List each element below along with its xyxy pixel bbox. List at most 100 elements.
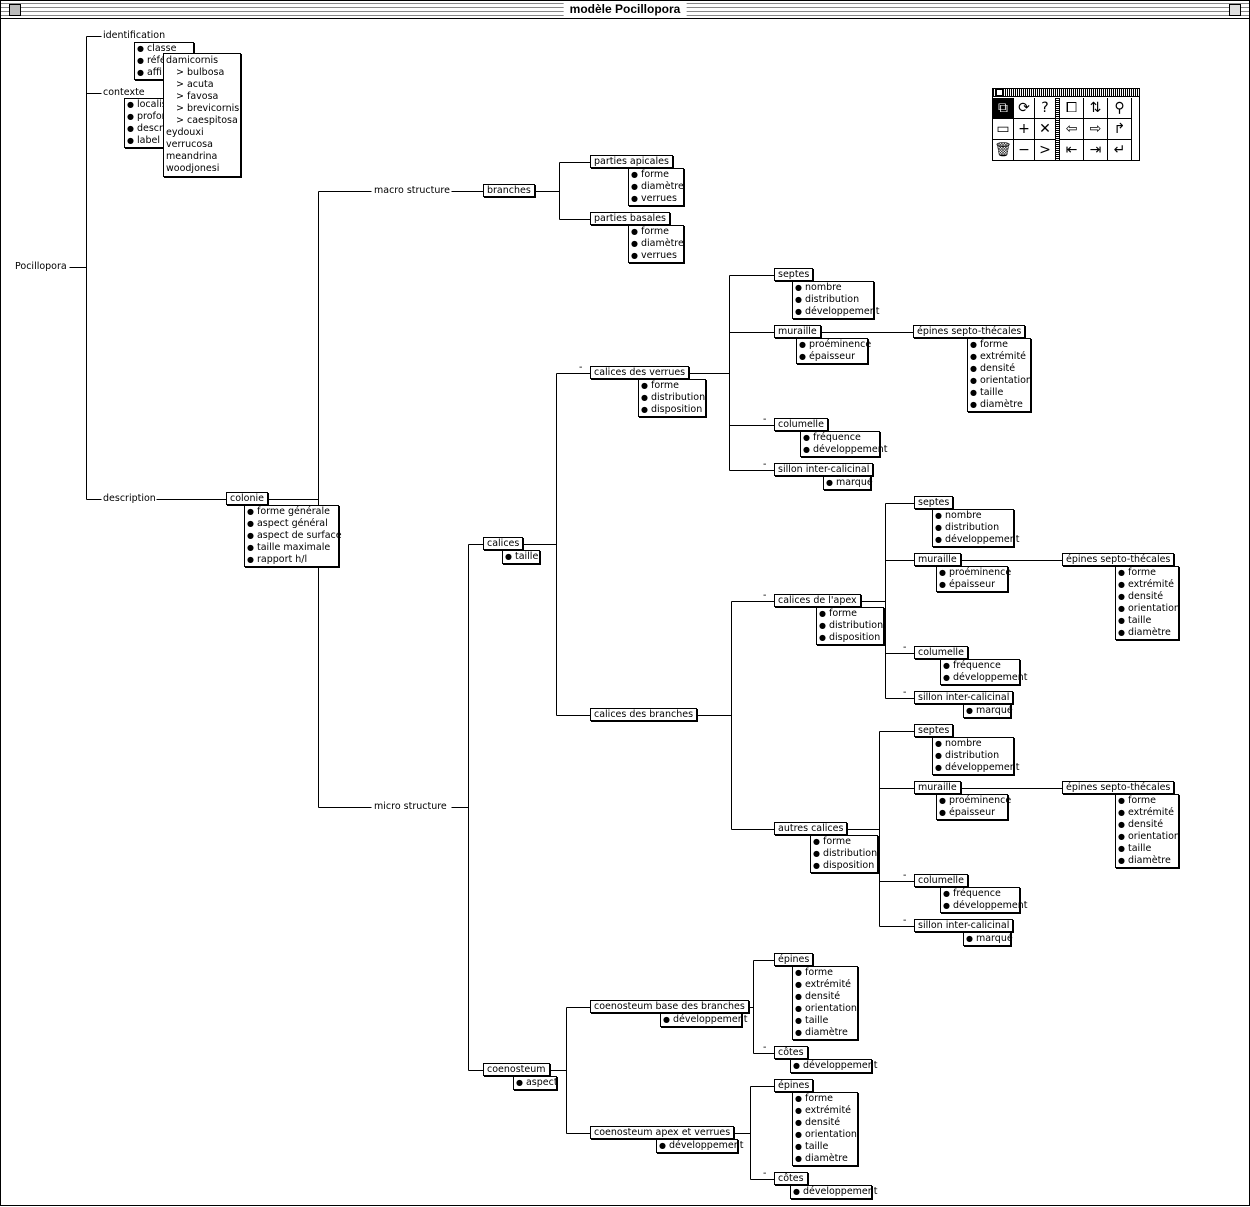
popup-menu-item[interactable]: eydouxi bbox=[166, 127, 204, 138]
attribute-item[interactable]: distribution bbox=[935, 750, 1011, 762]
hierarchy-icon[interactable]: ⇅ bbox=[1084, 98, 1108, 119]
attribute-item[interactable]: extrémité bbox=[970, 351, 1028, 363]
attribute-item[interactable]: classe bbox=[137, 43, 191, 55]
attribute-item[interactable]: orientation bbox=[970, 375, 1032, 387]
contexte-label[interactable]: contexte bbox=[103, 87, 145, 98]
return-icon[interactable]: ↵ bbox=[1108, 140, 1132, 161]
node-v-mur[interactable]: muraille bbox=[774, 325, 821, 338]
popup-menu-item[interactable]: > caespitosa bbox=[176, 115, 238, 126]
attribute-item[interactable]: forme bbox=[819, 608, 881, 620]
attribute-item[interactable]: développement bbox=[803, 444, 888, 456]
attribute-item[interactable]: distribution bbox=[641, 392, 705, 404]
attribute-item[interactable]: diamètre bbox=[631, 181, 684, 193]
node-a-ep[interactable]: épines septo-thécales bbox=[1062, 553, 1175, 566]
select-node-tool-icon[interactable]: ⧉ bbox=[993, 98, 1014, 119]
node-coenosteum[interactable]: coenosteum bbox=[483, 1063, 550, 1076]
node-apex[interactable]: calices de l'apex bbox=[774, 594, 861, 607]
trash-icon[interactable]: 🗑 bbox=[993, 140, 1014, 161]
attribute-item[interactable]: disposition bbox=[819, 632, 881, 644]
collapse-marker[interactable]: - bbox=[763, 590, 767, 601]
attribute-item[interactable]: marqué bbox=[966, 705, 1013, 717]
attribute-item[interactable]: rapport h/l bbox=[247, 554, 336, 566]
attribute-item[interactable]: diamètre bbox=[631, 238, 684, 250]
node-v-ep[interactable]: épines septo-thécales bbox=[913, 325, 1026, 338]
attribute-item[interactable]: taille bbox=[970, 387, 1028, 399]
node-o-col[interactable]: columelle bbox=[914, 874, 968, 887]
node-a-septes[interactable]: septes bbox=[914, 496, 954, 509]
collapse-marker[interactable]: - bbox=[763, 414, 767, 425]
collapse-marker[interactable]: - bbox=[903, 687, 907, 698]
popup-menu-item[interactable]: > brevicornis bbox=[176, 103, 240, 114]
node-o-sil[interactable]: sillon inter-calicinal bbox=[914, 919, 1014, 932]
node-v-septes[interactable]: septes bbox=[774, 268, 814, 281]
attribute-item[interactable]: taille bbox=[795, 1141, 855, 1153]
attribute-item[interactable]: densité bbox=[1118, 591, 1176, 603]
node-colonie[interactable]: colonie bbox=[226, 492, 268, 505]
attribute-item[interactable]: label bbox=[127, 135, 166, 147]
attribute-item[interactable]: développement bbox=[935, 534, 1020, 546]
arrow-turn-icon[interactable]: ↱ bbox=[1108, 119, 1132, 140]
attribute-item[interactable]: descri bbox=[127, 123, 166, 135]
attribute-item[interactable]: verrues bbox=[631, 250, 681, 262]
attribute-item[interactable]: marqué bbox=[966, 933, 1013, 945]
attribute-item[interactable]: développement bbox=[663, 1014, 748, 1026]
attribute-item[interactable]: taille maximale bbox=[247, 542, 336, 554]
arrow-left-icon[interactable]: ⇦ bbox=[1060, 119, 1084, 140]
attribute-item[interactable]: localis bbox=[127, 99, 167, 111]
node-b-ep[interactable]: épines bbox=[774, 953, 814, 966]
node-c-cot[interactable]: côtes bbox=[774, 1172, 808, 1185]
popup-menu-item[interactable]: meandrina bbox=[166, 151, 218, 162]
popup-menu-item[interactable]: > favosa bbox=[176, 91, 219, 102]
close-icon[interactable]: ✕ bbox=[1035, 119, 1056, 140]
micro-structure-label[interactable]: micro structure bbox=[374, 801, 447, 812]
attribute-item[interactable]: forme bbox=[631, 169, 681, 181]
attribute-item[interactable]: profon bbox=[127, 111, 168, 123]
box-node-icon[interactable]: ▭ bbox=[993, 119, 1014, 140]
node-cbb[interactable]: coenosteum base des branches bbox=[590, 1000, 749, 1013]
node-o-septes[interactable]: septes bbox=[914, 724, 954, 737]
attribute-item[interactable]: affi bbox=[137, 67, 191, 79]
collapse-marker[interactable]: - bbox=[903, 870, 907, 881]
attribute-item[interactable]: disposition bbox=[813, 860, 875, 872]
attribute-item[interactable]: diamètre bbox=[795, 1027, 855, 1039]
attribute-item[interactable]: forme générale bbox=[247, 506, 336, 518]
attribute-item[interactable]: développement bbox=[935, 762, 1020, 774]
node-basales[interactable]: parties basales bbox=[590, 212, 670, 225]
attribute-item[interactable]: taille bbox=[1118, 843, 1176, 855]
attribute-item[interactable]: forme bbox=[970, 339, 1028, 351]
attribute-item[interactable]: distribution bbox=[795, 294, 871, 306]
attribute-item[interactable]: forme bbox=[795, 1093, 855, 1105]
attribute-item[interactable]: diamètre bbox=[1118, 627, 1176, 639]
arrow-first-icon[interactable]: ⇤ bbox=[1060, 140, 1084, 161]
attribute-item[interactable]: nombre bbox=[795, 282, 871, 294]
stack-icon[interactable]: ⧠ bbox=[1060, 98, 1084, 119]
attribute-item[interactable]: densité bbox=[795, 1117, 855, 1129]
node-cav[interactable]: coenosteum apex et verrues bbox=[590, 1126, 735, 1139]
node-branches[interactable]: branches bbox=[483, 184, 535, 197]
attribute-item[interactable]: forme bbox=[1118, 567, 1176, 579]
magnifier-icon[interactable]: ⚲ bbox=[1108, 98, 1132, 119]
popup-menu-item[interactable]: damicornis bbox=[166, 55, 219, 66]
attribute-item[interactable]: densité bbox=[795, 991, 855, 1003]
node-autres[interactable]: autres calices bbox=[774, 822, 848, 835]
attribute-item[interactable]: extrémité bbox=[1118, 807, 1176, 819]
attribute-item[interactable]: développement bbox=[795, 306, 880, 318]
attribute-item[interactable]: taille bbox=[505, 551, 538, 563]
popup-menu-item[interactable]: > acuta bbox=[176, 79, 214, 90]
node-cb[interactable]: calices des branches bbox=[590, 708, 698, 721]
identification-label[interactable]: identification bbox=[103, 30, 166, 41]
node-a-col[interactable]: columelle bbox=[914, 646, 968, 659]
palette-title-bar[interactable] bbox=[993, 89, 1139, 97]
attribute-item[interactable]: aspect général bbox=[247, 518, 336, 530]
close-box[interactable] bbox=[9, 4, 21, 16]
root-label[interactable]: Pocillopora bbox=[15, 261, 67, 272]
attribute-item[interactable]: nombre bbox=[935, 510, 1011, 522]
attribute-item[interactable]: orientation bbox=[795, 1129, 857, 1141]
attribute-item[interactable]: taille bbox=[1118, 615, 1176, 627]
attribute-item[interactable]: distribution bbox=[813, 848, 877, 860]
attribute-item[interactable]: proéminence bbox=[939, 567, 1011, 579]
attribute-item[interactable]: diamètre bbox=[1118, 855, 1176, 867]
collapse-marker[interactable]: - bbox=[763, 459, 767, 470]
attribute-item[interactable]: aspect de surface bbox=[247, 530, 342, 542]
attribute-item[interactable]: forme bbox=[813, 836, 875, 848]
